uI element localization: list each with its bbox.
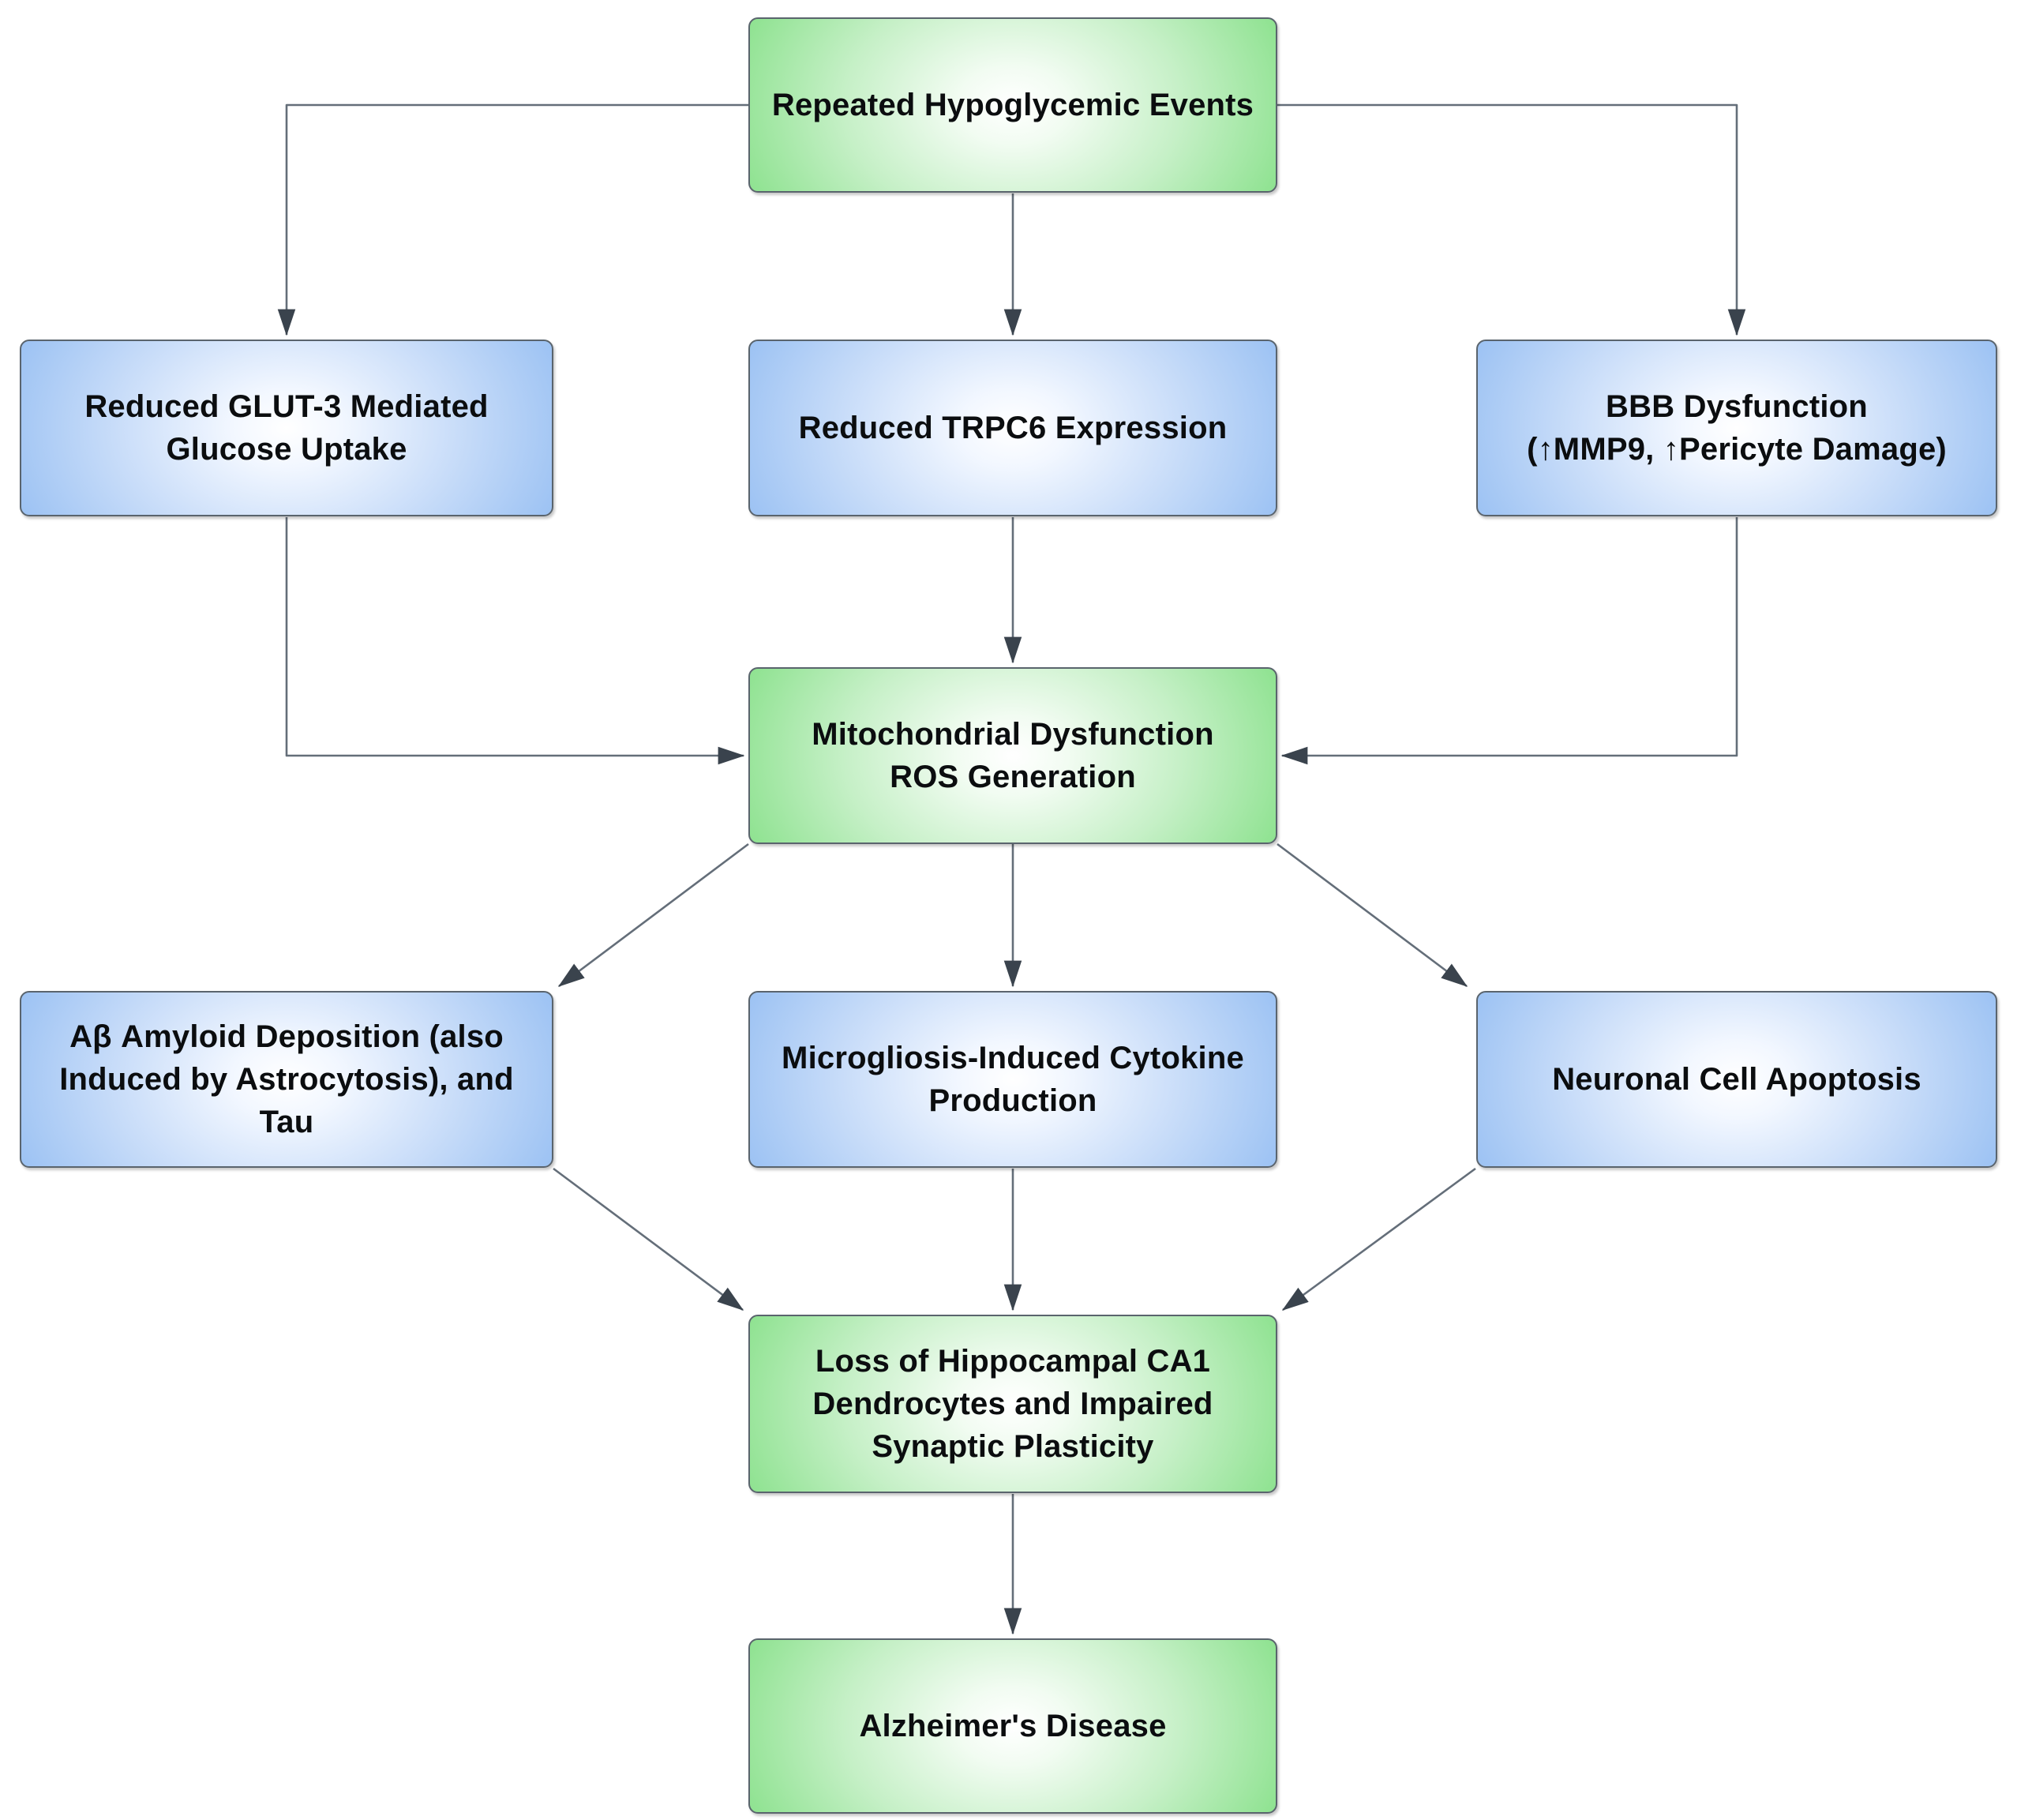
edge-mito-to-abeta [557, 842, 749, 988]
node-alzheimers-disease: Alzheimer's Disease [748, 1638, 1277, 1814]
edge-hypoglycemia-to-bbb [1277, 103, 1746, 336]
node-label: Repeated Hypoglycemic Events [771, 88, 1254, 122]
node-reduced-trpc6-expression: Reduced TRPC6 Expression [748, 340, 1277, 516]
node-mitochondrial-dysfunction-ros-generation: Mitochondrial Dysfunction ROS Generation [748, 667, 1277, 844]
node-neuronal-cell-apoptosis: Neuronal Cell Apoptosis [1476, 991, 1997, 1168]
node-microgliosis-induced-cytokine-production: Microgliosis-Induced Cytokine Production [748, 991, 1277, 1168]
node-label: BBB Dysfunction (↑MMP9, ↑Pericyte Damage… [1527, 389, 1947, 467]
edge-neuro-to-loss [1281, 1167, 1476, 1312]
node-bbb-dysfunction: BBB Dysfunction (↑MMP9, ↑Pericyte Damage… [1476, 340, 1997, 516]
node-label: Neuronal Cell Apoptosis [1552, 1062, 1921, 1097]
edge-bbb-to-mito [1280, 517, 1738, 765]
edge-hypoglycemia-to-glut3 [277, 103, 748, 336]
node-label: Microgliosis-Induced Cytokine Production [782, 1041, 1244, 1118]
edge-mito-to-neuro [1277, 842, 1468, 988]
node-label: Alzheimer's Disease [859, 1709, 1167, 1743]
node-repeated-hypoglycemic-events: Repeated Hypoglycemic Events [748, 17, 1277, 193]
node-loss-of-hippocampal-ca1-dendrocytes: Loss of Hippocampal CA1 Dendrocytes and … [748, 1315, 1277, 1493]
edge-abeta-to-loss [553, 1167, 744, 1312]
node-label: Aβ Amyloid Deposition (also Induced by A… [59, 1019, 514, 1139]
node-abeta-amyloid-deposition-and-tau: Aβ Amyloid Deposition (also Induced by A… [20, 991, 553, 1168]
node-label: Reduced GLUT-3 Mediated Glucose Uptake [84, 389, 489, 467]
node-label: Mitochondrial Dysfunction ROS Generation [812, 717, 1214, 794]
node-label: Loss of Hippocampal CA1 Dendrocytes and … [812, 1344, 1213, 1464]
node-label: Reduced TRPC6 Expression [798, 411, 1228, 445]
edge-glut3-to-mito [285, 517, 745, 765]
node-reduced-glut3-mediated-glucose-uptake: Reduced GLUT-3 Mediated Glucose Uptake [20, 340, 553, 516]
